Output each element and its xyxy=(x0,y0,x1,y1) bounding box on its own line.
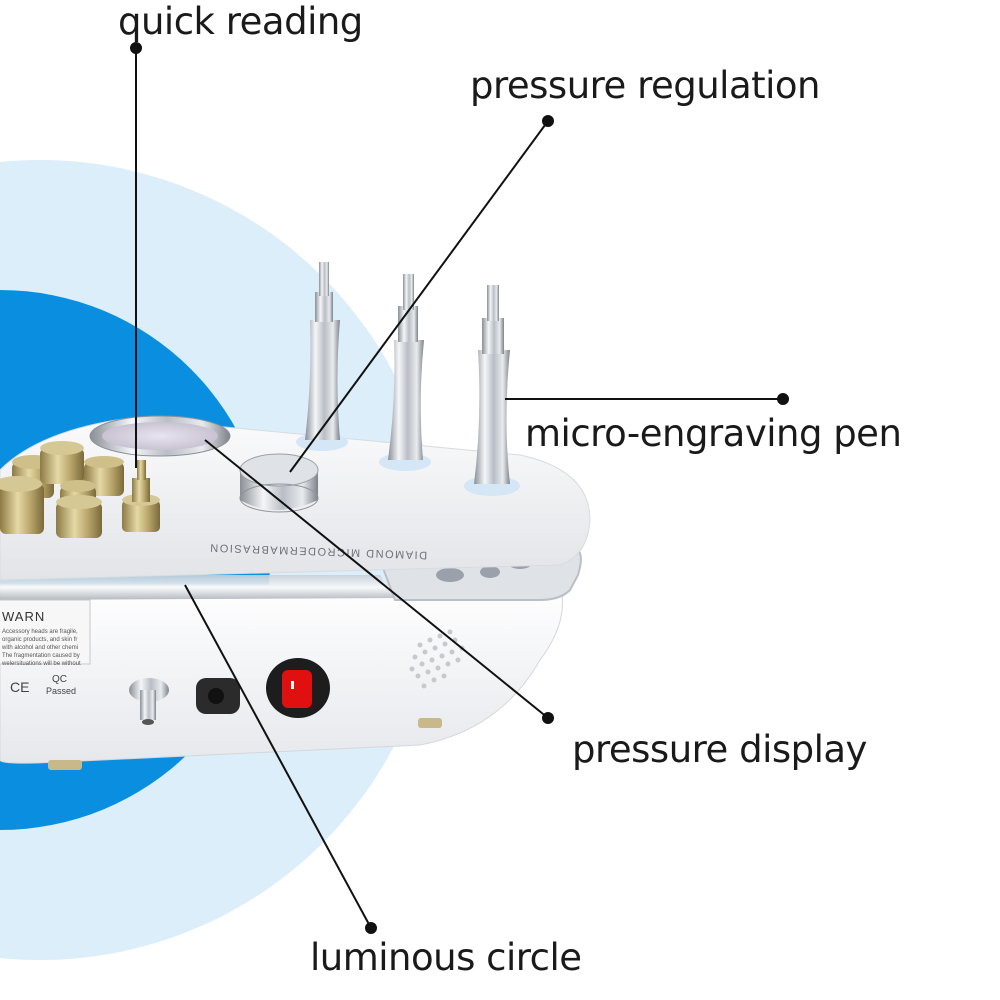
label-micro-engraving-pen: micro-engraving pen xyxy=(525,412,902,455)
warning-line: with alcohol and other chemi xyxy=(1,645,78,651)
qc-text: QC xyxy=(52,674,67,685)
warning-text-block: WARN Accessory heads are fragile, organi… xyxy=(1,609,81,667)
warning-line: welersituations will be without xyxy=(1,661,81,667)
callout-dot xyxy=(130,42,142,54)
air-nozzle[interactable] xyxy=(129,678,169,725)
pen-holder-2[interactable] xyxy=(379,274,431,471)
quick-reading-tip[interactable] xyxy=(122,460,160,532)
pressure-knob[interactable] xyxy=(239,453,319,513)
pressure-gauge-face xyxy=(102,422,218,450)
callout-dot xyxy=(542,115,554,127)
device: DIAMOND MICRODERMABRASION xyxy=(0,262,591,770)
warning-label xyxy=(0,599,91,665)
warning-line: Accessory heads are fragile, xyxy=(2,629,78,635)
callout-luminous-circle xyxy=(184,584,372,929)
label-pressure-regulation: pressure regulation xyxy=(470,64,821,107)
label-pressure-display: pressure display xyxy=(572,728,867,771)
warning-line: organic products, and skin fr xyxy=(2,637,77,643)
power-jack[interactable] xyxy=(196,678,240,714)
warning-title: WARN xyxy=(2,609,45,624)
label-quick-reading: quick reading xyxy=(118,0,363,43)
tray-hole xyxy=(436,568,464,582)
power-switch[interactable] xyxy=(266,658,330,718)
device-foot xyxy=(418,718,442,728)
callout-dot xyxy=(542,712,554,724)
speaker-grille xyxy=(409,629,465,689)
tray-hole xyxy=(480,566,500,578)
warning-line: The fragmentation caused by xyxy=(2,653,80,659)
passed-text: Passed xyxy=(46,686,76,696)
label-luminous-circle: luminous circle xyxy=(310,936,582,979)
callout-pressure-regulation xyxy=(289,120,549,473)
callout-lines xyxy=(130,42,789,934)
callout-pressure-display xyxy=(204,439,549,719)
diamond-tips xyxy=(0,441,160,538)
pen-holder-3[interactable] xyxy=(464,285,520,496)
ce-mark: CE xyxy=(10,679,29,695)
callout-dot xyxy=(365,922,377,934)
device-foot xyxy=(48,760,82,770)
callout-dot xyxy=(777,393,789,405)
luminous-strip xyxy=(0,575,395,600)
